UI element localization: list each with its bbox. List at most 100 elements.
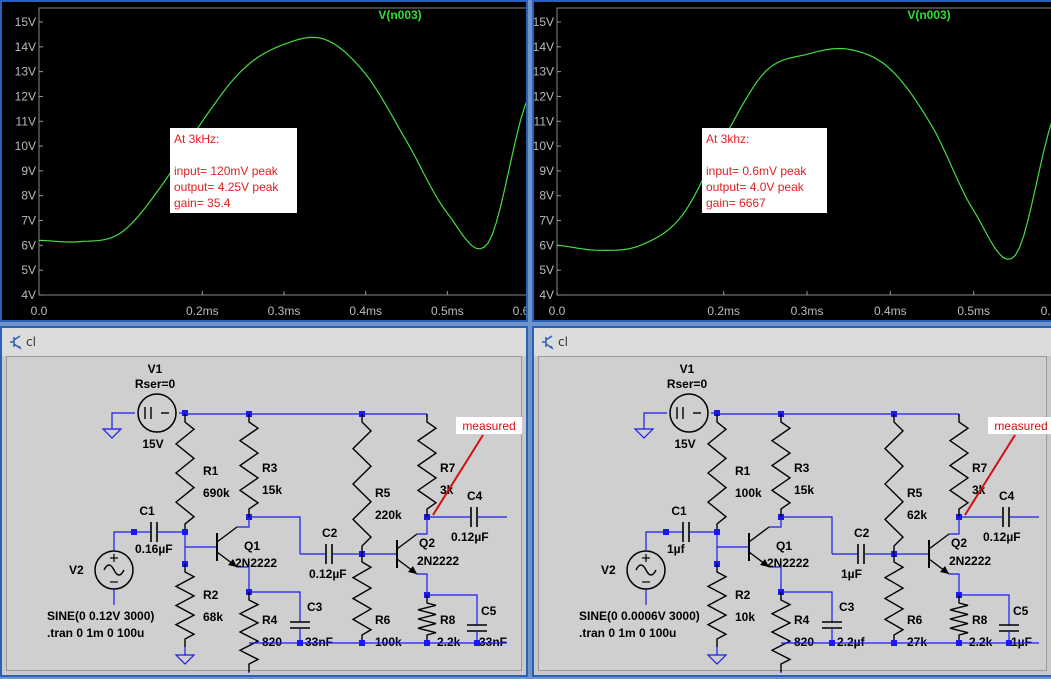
wire: [643, 412, 667, 429]
capacitor-c3[interactable]: [822, 621, 842, 629]
y-tick-label: 11V: [16, 114, 36, 128]
measured-label: measured: [994, 419, 1047, 433]
resistor-r7[interactable]: [416, 414, 438, 517]
v2-source[interactable]: [94, 550, 134, 590]
wire: [111, 412, 135, 429]
wire: [769, 566, 782, 592]
resistor-r5[interactable]: [884, 414, 904, 554]
y-tick-label: 12V: [534, 89, 554, 103]
label-v1_val: 15V: [674, 437, 695, 451]
label-r3_val: 15k: [794, 483, 814, 497]
x-tick-label: 0.6ms: [513, 304, 526, 318]
capacitor-c4[interactable]: [1002, 507, 1010, 527]
resistor-r8[interactable]: [949, 595, 969, 643]
transistor-q1[interactable]: [748, 526, 770, 568]
label-r6_val: 100k: [375, 635, 402, 649]
label-r7: R7: [972, 461, 988, 475]
y-tick-label: 11V: [534, 114, 554, 128]
label-c5_val: 1µF: [1011, 635, 1032, 649]
resistor-r1[interactable]: [174, 414, 196, 532]
transistor-q1[interactable]: [216, 526, 238, 568]
transistor-q2[interactable]: [928, 533, 950, 575]
label-r1: R1: [203, 464, 219, 478]
label-v1: V1: [148, 362, 163, 376]
resistor-r3[interactable]: [238, 414, 260, 517]
label-q2_val: 2N2222: [417, 554, 459, 568]
label-tran: .tran 0 1m 0 100u: [47, 626, 144, 640]
capacitor-c4[interactable]: [470, 507, 478, 527]
measured-pointer: [964, 434, 1016, 516]
resistor-r7[interactable]: [948, 414, 970, 517]
v1-source[interactable]: [137, 393, 177, 433]
label-c2_val: 1µF: [841, 567, 862, 581]
y-tick-label: 5V: [21, 263, 36, 277]
label-v2_sine: SINE(0 0.12V 3000): [47, 609, 154, 623]
y-tick-label: 14V: [15, 40, 36, 54]
label-v1_val: 15V: [142, 437, 163, 451]
resistor-r4[interactable]: [770, 592, 792, 672]
capacitor-c2[interactable]: [857, 544, 865, 564]
junction: [297, 640, 303, 646]
capacitor-c5[interactable]: [999, 624, 1019, 632]
annotation-line: output= 4.25V peak: [174, 180, 279, 194]
label-v1_rser: Rser=0: [667, 377, 708, 391]
trace-label[interactable]: V(n003): [378, 8, 421, 22]
capacitor-c5[interactable]: [467, 624, 487, 632]
v2-source[interactable]: [626, 550, 666, 590]
resistor-r8[interactable]: [417, 595, 437, 643]
resistor-r6[interactable]: [883, 554, 905, 643]
label-r2_val: 68k: [203, 610, 223, 624]
trace-line: [38, 36, 526, 250]
label-r2: R2: [735, 588, 751, 602]
schematic-icon: [542, 335, 554, 350]
y-tick-label: 15V: [15, 15, 36, 29]
label-c5_val: 33nF: [479, 635, 507, 649]
resistor-r5[interactable]: [352, 414, 372, 554]
junction: [474, 640, 480, 646]
x-tick-label: 0.4ms: [349, 304, 382, 318]
resistor-r2[interactable]: [706, 564, 728, 647]
y-tick-label: 4V: [539, 288, 554, 302]
capacitor-c1[interactable]: [682, 522, 690, 542]
resistor-r1[interactable]: [706, 414, 728, 532]
label-c2: C2: [322, 526, 338, 540]
trace-label[interactable]: V(n003): [907, 8, 950, 22]
label-r3: R3: [794, 461, 810, 475]
y-tick-label: 10V: [534, 139, 554, 153]
label-v1_rser: Rser=0: [135, 377, 176, 391]
x-tick-label: 0.5ms: [957, 304, 990, 318]
label-r4: R4: [794, 613, 810, 627]
v1-source[interactable]: [669, 393, 709, 433]
y-tick-label: 9V: [21, 164, 36, 178]
label-r5_val: 220k: [375, 508, 402, 522]
wire: [949, 573, 960, 595]
resistor-r3[interactable]: [770, 414, 792, 517]
label-r5: R5: [375, 486, 391, 500]
resistor-r2[interactable]: [174, 564, 196, 647]
label-r7: R7: [440, 461, 456, 475]
label-tran: .tran 0 1m 0 100u: [579, 626, 676, 640]
y-tick-label: 13V: [534, 65, 554, 79]
annotation-box: [702, 128, 827, 213]
capacitor-c2[interactable]: [325, 544, 333, 564]
label-r8_val: 2.2k: [437, 635, 461, 649]
capacitor-c1[interactable]: [150, 522, 158, 542]
window-title: cl: [26, 335, 36, 349]
transistor-q2[interactable]: [396, 533, 418, 575]
x-tick-label: 0.4ms: [874, 304, 907, 318]
resistor-r6[interactable]: [351, 554, 373, 643]
capacitor-c3[interactable]: [290, 621, 310, 629]
label-r6_val: 27k: [907, 635, 927, 649]
schematic-titlebar[interactable]: cl: [534, 328, 1051, 356]
label-c1_val: 0.16µF: [135, 542, 173, 556]
label-r1_val: 690k: [203, 486, 230, 500]
schematic-titlebar[interactable]: cl: [2, 328, 526, 356]
resistor-r4[interactable]: [238, 592, 260, 672]
